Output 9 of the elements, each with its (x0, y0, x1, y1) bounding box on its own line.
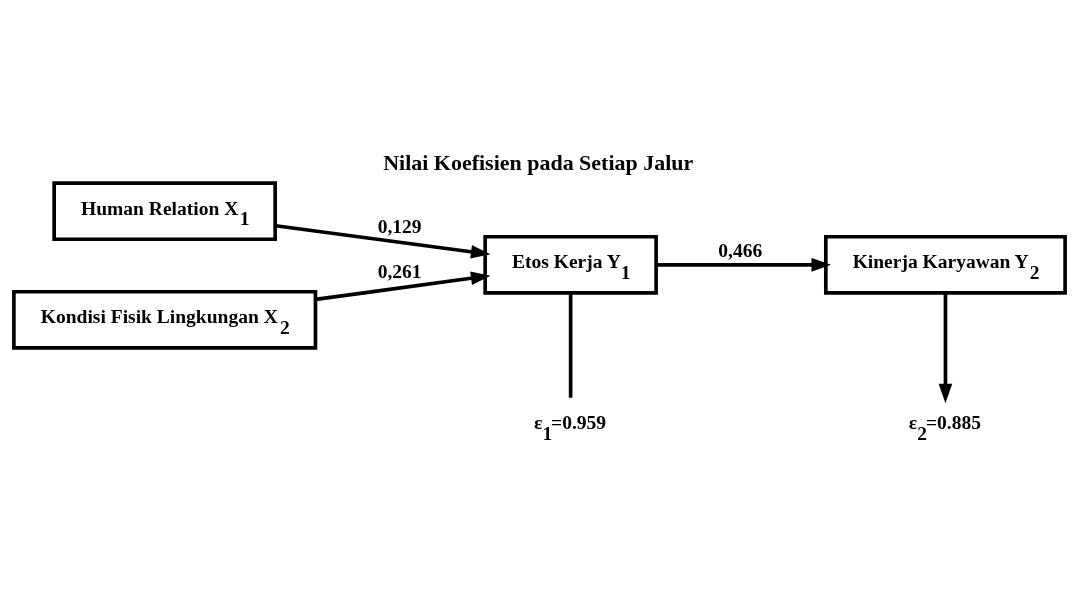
arrow (315, 271, 491, 302)
arrow (656, 258, 832, 272)
diagram-title: Nilai Koefisien pada Setiap Jalur (383, 150, 694, 176)
edge-label: 0,261 (377, 261, 422, 283)
edge-label: 0,466 (718, 240, 763, 262)
arrow (275, 223, 491, 259)
connector (568, 293, 573, 398)
arrow (938, 293, 953, 404)
edge-label: 0,129 (377, 215, 422, 237)
